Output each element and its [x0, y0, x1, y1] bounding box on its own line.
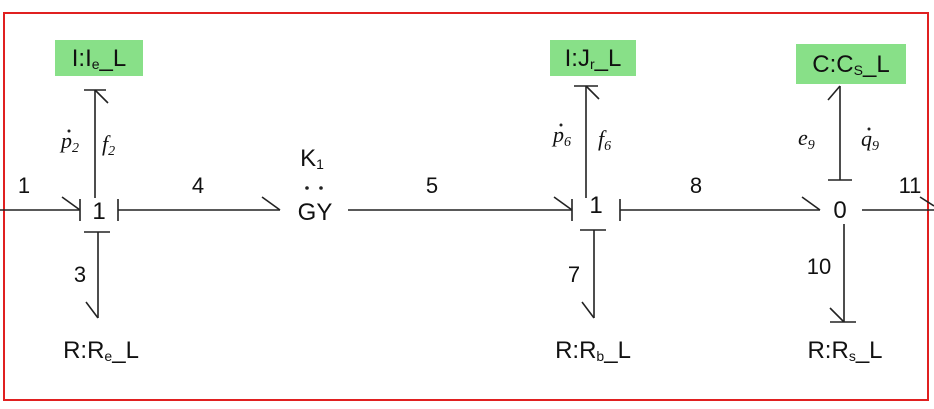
- bond-4-label: 4: [192, 173, 204, 198]
- bond-3-label: 3: [74, 262, 86, 287]
- bond-2-half-arrow: [94, 89, 109, 104]
- bond-6-half-arrow: [585, 85, 600, 100]
- gyrator-param-label: K1: [300, 145, 324, 172]
- highlight-i-el: [55, 40, 143, 76]
- bond-4-half-arrow: [261, 196, 281, 211]
- bond-1-label: 1: [18, 173, 30, 198]
- var-e9: e9: [798, 125, 815, 153]
- label-c-cs: C:CS_L: [812, 51, 889, 78]
- var-f2: f2: [102, 131, 115, 159]
- junction1-right-label: 1: [589, 192, 602, 219]
- bond-5-half-arrow: [553, 196, 573, 211]
- var-p2-dot: [67, 129, 71, 133]
- var-p6: p6: [551, 122, 571, 150]
- bond-11-label: 11: [899, 173, 922, 198]
- label-i-el: I:Ie_L: [72, 45, 127, 72]
- highlight-i-jr: [550, 40, 636, 76]
- highlight-c-cs: [796, 44, 906, 84]
- var-p2: p2: [59, 128, 79, 156]
- bond-5-label: 5: [426, 173, 438, 198]
- bond-10-half-arrow: [829, 307, 845, 323]
- label-r-rb: R:Rb_L: [555, 337, 631, 364]
- bond-7-label: 7: [568, 262, 580, 287]
- var-p6-dot: [559, 123, 563, 127]
- junction0-label: 0: [833, 197, 846, 224]
- label-i-jr: I:Jr_L: [565, 45, 622, 72]
- bond-8-half-arrow: [801, 196, 821, 211]
- bond-10-label: 10: [807, 254, 831, 279]
- diagram-border: [3, 12, 929, 401]
- var-f6: f6: [598, 126, 611, 154]
- var-q9-dot: [867, 127, 871, 131]
- bond-1-half-arrow: [61, 196, 81, 211]
- junction1-left-label: 1: [92, 198, 105, 225]
- bond-9-half-arrow: [827, 85, 841, 101]
- gyrator-dot-right: [319, 186, 323, 190]
- label-r-rs: R:Rs_L: [807, 337, 882, 364]
- gyrator-dot-left: [305, 186, 309, 190]
- var-q9: q9: [861, 126, 879, 154]
- bond-8-label: 8: [690, 173, 702, 198]
- gyrator-label: GY: [298, 199, 333, 226]
- bond-11-half-arrow: [919, 196, 934, 207]
- bond-7-half-arrow: [581, 301, 595, 319]
- label-r-re: R:Re_L: [63, 337, 139, 364]
- bond-3-half-arrow: [85, 301, 99, 319]
